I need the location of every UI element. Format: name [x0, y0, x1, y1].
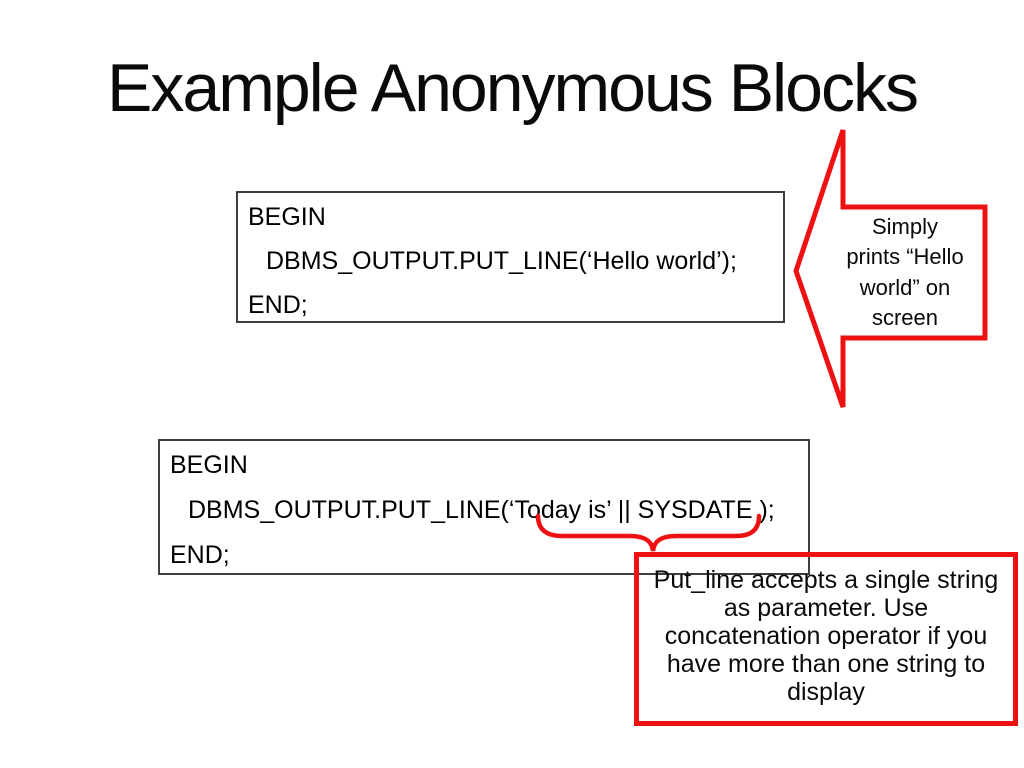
arrow-callout-line: screen [871, 305, 939, 330]
note-callout-line: display [787, 678, 865, 706]
code-line: DBMS_OUTPUT.PUT_LINE(‘Hello world’); [266, 247, 737, 275]
note-callout-line: as parameter. Use [723, 594, 929, 622]
arrow-callout-line: world” on [859, 274, 951, 300]
arrow-callout-text: Simply prints “Hello world” on screen [825, 207, 985, 338]
note-callout-line: have more than one string to [666, 650, 986, 678]
code-line: END; [170, 541, 230, 569]
arrow-callout-line: Simply [871, 213, 938, 239]
code-line: BEGIN [170, 451, 248, 479]
note-callout-line: concatenation operator if you [664, 622, 988, 650]
code-block-hello-world: BEGIN DBMS_OUTPUT.PUT_LINE(‘Hello world’… [236, 191, 785, 323]
arrow-callout-line: prints “Hello [846, 244, 964, 269]
code-line: DBMS_OUTPUT.PUT_LINE(‘Today is’ || SYSDA… [188, 496, 775, 524]
slide-title: Example Anonymous Blocks [107, 50, 919, 126]
code-block-sysdate: BEGIN DBMS_OUTPUT.PUT_LINE(‘Today is’ ||… [158, 439, 810, 575]
code-line: BEGIN [248, 203, 326, 231]
note-callout: Put_line accepts a single string as para… [634, 552, 1018, 726]
note-callout-line: Put_line accepts a single string [653, 566, 999, 594]
code-line: END; [248, 291, 308, 319]
